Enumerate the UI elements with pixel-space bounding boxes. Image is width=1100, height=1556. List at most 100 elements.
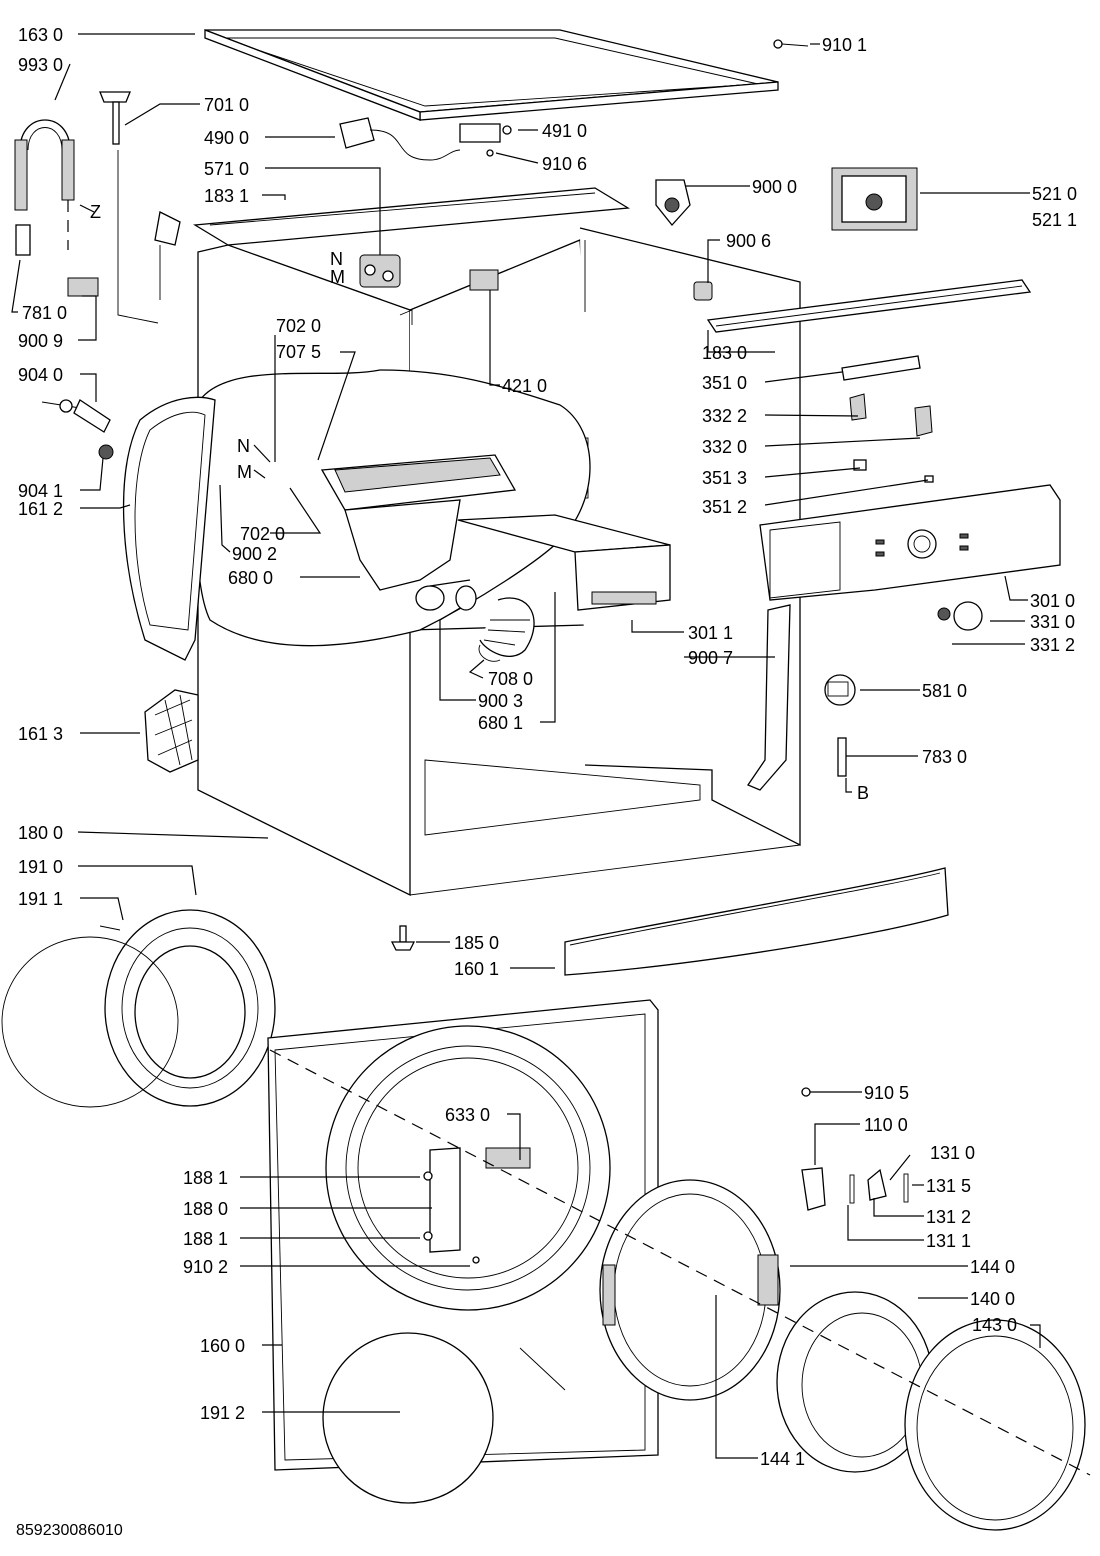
label-581-0: 581 0 (922, 681, 967, 701)
label-680-1: 680 1 (478, 713, 523, 733)
screw-9101-part (773, 39, 809, 49)
label-163-0: 163 0 (18, 25, 63, 45)
rod-part (837, 737, 847, 777)
label-900-3: 900 3 (478, 691, 523, 711)
leader-lines (11, 33, 1041, 1459)
label-n-hose: N (237, 436, 250, 456)
label-633-0: 633 0 (445, 1105, 490, 1125)
label-910-5: 910 5 (864, 1083, 909, 1103)
label-900-6: 900 6 (726, 231, 771, 251)
part-9006-part (693, 281, 713, 301)
label-521-1: 521 1 (1032, 210, 1077, 230)
label-301-1: 301 1 (688, 623, 733, 643)
label-188-1-a: 188 1 (183, 1168, 228, 1188)
knob-part (937, 601, 983, 631)
label-904-1: 904 1 (18, 481, 63, 501)
label-131-1: 131 1 (926, 1231, 971, 1251)
label-161-2: 161 2 (18, 499, 63, 519)
label-110-0: 110 0 (864, 1115, 908, 1135)
label-708-0: 708 0 (488, 669, 533, 689)
hose-clip-part (67, 150, 181, 324)
door-axis-line (269, 1049, 1091, 1476)
label-131-2: 131 2 (926, 1207, 971, 1227)
label-680-0: 680 0 (228, 568, 273, 588)
label-331-2: 331 2 (1030, 635, 1075, 655)
label-161-3: 161 3 (18, 724, 63, 744)
label-143-0: 143 0 (972, 1315, 1017, 1335)
label-160-1: 160 1 (454, 959, 499, 979)
knob-7010-part (99, 91, 131, 145)
foot-part (390, 925, 416, 951)
label-185-0: 185 0 (454, 933, 499, 953)
label-191-1: 191 1 (18, 889, 63, 909)
label-131-0: 131 0 (930, 1143, 975, 1163)
front-rail-part (706, 279, 1032, 333)
label-188-1-b: 188 1 (183, 1229, 228, 1249)
door-frame-part (599, 1179, 781, 1401)
label-332-2: 332 2 (702, 406, 747, 426)
filter-housing-part (144, 689, 199, 773)
dispenser-housing-part (320, 454, 517, 611)
label-144-1: 144 1 (760, 1449, 805, 1469)
label-702-0-a: 702 0 (276, 316, 321, 336)
part-4210-part (469, 269, 499, 291)
label-421-0: 421 0 (502, 376, 547, 396)
label-910-6: 910 6 (542, 154, 587, 174)
door-ring-part (904, 1319, 1086, 1531)
label-z: Z (90, 202, 101, 222)
label-491-0: 491 0 (542, 121, 587, 141)
side-panel-1612-part (122, 396, 216, 661)
label-m-hose: M (237, 462, 252, 482)
hinge-part (423, 1147, 531, 1264)
label-351-2: 351 2 (702, 497, 747, 517)
label-351-3: 351 3 (702, 468, 747, 488)
label-131-5: 131 5 (926, 1176, 971, 1196)
bellows-hose-part (455, 585, 535, 662)
label-144-0: 144 0 (970, 1257, 1015, 1277)
label-191-0: 191 0 (18, 857, 63, 877)
control-panel-part (759, 484, 1061, 601)
wiring-harness-part (747, 604, 791, 791)
inlet-hose-part (14, 119, 75, 256)
label-910-2: 910 2 (183, 1257, 228, 1277)
label-490-0: 490 0 (204, 128, 249, 148)
label-n-valve: N (330, 249, 343, 269)
label-301-0: 301 0 (1030, 591, 1075, 611)
top-cover-part (204, 29, 779, 121)
label-702-0-b: 702 0 (240, 524, 285, 544)
label-140-0: 140 0 (970, 1289, 1015, 1309)
label-331-0: 331 0 (1030, 612, 1075, 632)
label-900-9: 900 9 (18, 331, 63, 351)
label-180-0: 180 0 (18, 823, 63, 843)
label-904-0: 904 0 (18, 365, 63, 385)
label-571-0: 571 0 (204, 159, 249, 179)
label-900-7: 900 7 (688, 648, 733, 668)
label-993-0: 993 0 (18, 55, 63, 75)
kickplate-part (564, 867, 949, 976)
part-9040-part (41, 399, 114, 460)
label-188-0: 188 0 (183, 1199, 228, 1219)
label-701-0: 701 0 (204, 95, 249, 115)
label-910-1: 910 1 (822, 35, 867, 55)
front-panel-part (267, 999, 659, 1504)
water-valve-part (359, 254, 401, 288)
label-351-0: 351 0 (702, 373, 747, 393)
reference-number: 859230086010 (16, 1522, 123, 1539)
label-521-0: 521 0 (1032, 184, 1077, 204)
detergent-drawer-part (457, 514, 671, 611)
part-labels: 163 0 993 0 701 0 490 0 491 0 910 1 910 … (18, 25, 1077, 1469)
part-9000-part (655, 179, 691, 227)
small-brackets-part (841, 355, 934, 483)
pressure-switch-part (824, 674, 856, 706)
label-707-5: 707 5 (276, 342, 321, 362)
door-handle-part (801, 1087, 909, 1211)
label-183-0: 183 0 (702, 343, 747, 363)
electronic-module-part (831, 167, 918, 231)
rear-strip-1831-part (192, 187, 631, 246)
label-900-0: 900 0 (752, 177, 797, 197)
label-783-0: 783 0 (922, 747, 967, 767)
label-781-0: 781 0 (22, 303, 67, 323)
label-160-0: 160 0 (200, 1336, 245, 1356)
label-b: B (857, 783, 869, 803)
